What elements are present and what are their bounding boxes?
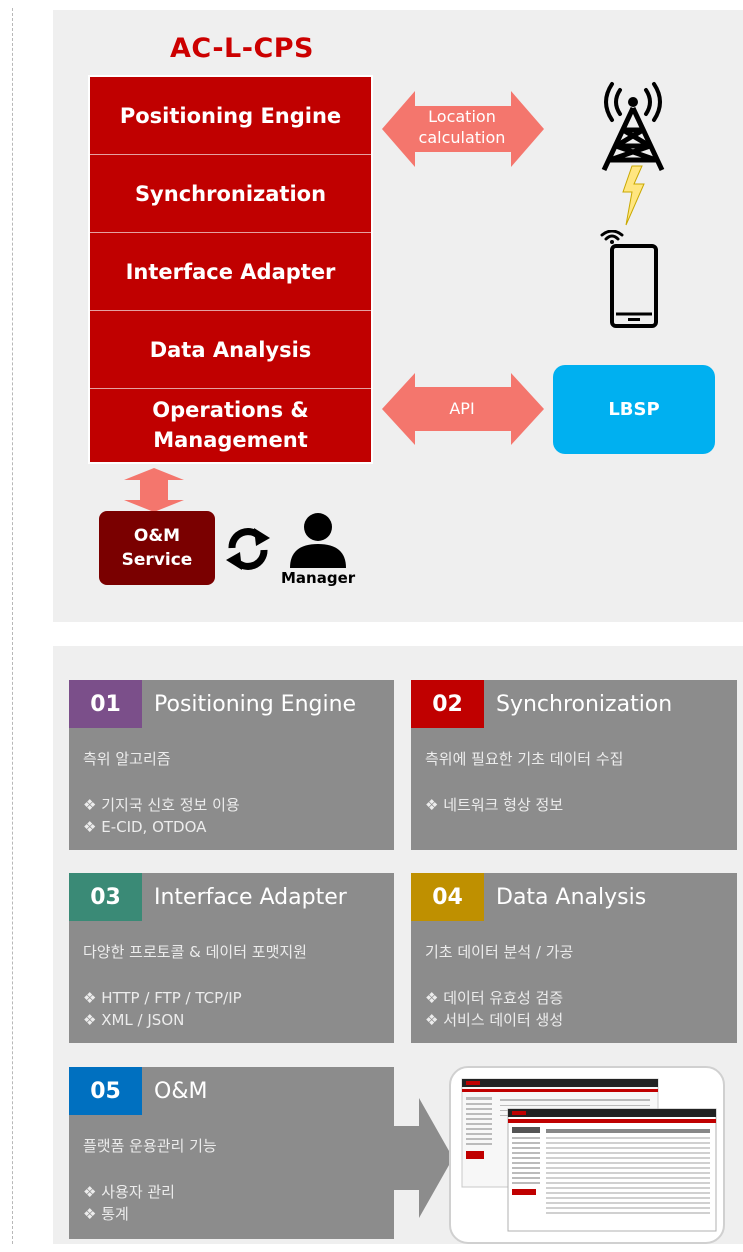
card-description: 다양한 프로토콜 & 데이터 포맷지원: [83, 943, 307, 961]
card-bullets: ❖ 사용자 관리 ❖ 통계: [83, 1181, 175, 1225]
card-title: Positioning Engine: [154, 691, 357, 717]
module-card-positioning-engine: 01 Positioning Engine 측위 알고리즘 ❖ 기지국 신호 정…: [69, 680, 394, 850]
component-stack: Positioning Engine Synchronization Inter…: [88, 75, 373, 464]
card-header: 02 Synchronization: [411, 680, 737, 728]
dashed-divider: [12, 8, 13, 1244]
card-number: 04: [411, 873, 484, 921]
cell-tower-icon: [601, 82, 665, 226]
card-description: 플랫폼 운용관리 기능: [83, 1137, 217, 1155]
sync-icon: [226, 528, 270, 570]
stack-operations-management: Operations & Management: [90, 389, 371, 461]
bullet-item: ❖ 데이터 유효성 검증: [425, 989, 564, 1007]
card-number: 05: [69, 1067, 142, 1115]
card-description: 기초 데이터 분석 / 가공: [425, 943, 574, 961]
card-bullets: ❖ HTTP / FTP / TCP/IP ❖ XML / JSON: [83, 987, 242, 1031]
stack-positioning-engine: Positioning Engine: [90, 77, 371, 155]
location-calculation-arrow: [382, 91, 544, 167]
card-description: 측위 알고리즘: [83, 750, 171, 768]
om-service-box: O&M Service: [99, 511, 215, 585]
card-bullets: ❖ 데이터 유효성 검증 ❖ 서비스 데이터 생성: [425, 987, 563, 1031]
bullet-item: ❖ XML / JSON: [83, 1011, 185, 1029]
card-bullets: ❖ 기지국 신호 정보 이용 ❖ E-CID, OTDOA: [83, 794, 240, 838]
card-number: 02: [411, 680, 484, 728]
bullet-item: ❖ 서비스 데이터 생성: [425, 1011, 564, 1029]
card-header: 01 Positioning Engine: [69, 680, 394, 728]
om-service-label: O&M Service: [121, 526, 193, 570]
bullet-item: ❖ 통계: [83, 1205, 129, 1223]
manager-label: Manager: [281, 569, 356, 587]
card-title: Data Analysis: [496, 884, 647, 910]
location-calculation-label: Location calculation: [418, 107, 506, 147]
mobile-phone-icon: [600, 230, 658, 328]
card-header: 04 Data Analysis: [411, 873, 737, 921]
stack-data-analysis: Data Analysis: [90, 311, 371, 389]
card-title: O&M: [154, 1078, 208, 1104]
stack-operations-label: Operations & Management: [152, 398, 309, 452]
stack-interface-adapter: Interface Adapter: [90, 233, 371, 311]
om-screenshot-arrow: [393, 1098, 453, 1218]
card-bullets: ❖ 네트워크 형상 정보: [425, 794, 563, 816]
module-card-om: 05 O&M 플랫폼 운용관리 기능 ❖ 사용자 관리 ❖ 통계: [69, 1067, 394, 1239]
card-title: Interface Adapter: [154, 884, 347, 910]
card-number: 01: [69, 680, 142, 728]
bullet-item: ❖ 사용자 관리: [83, 1183, 175, 1201]
lbsp-box: LBSP: [553, 365, 715, 454]
card-header: 05 O&M: [69, 1067, 394, 1115]
module-card-synchronization: 02 Synchronization 측위에 필요한 기초 데이터 수집 ❖ 네…: [411, 680, 737, 850]
api-label: API: [449, 399, 475, 418]
card-number: 03: [69, 873, 142, 921]
om-link-arrow: [124, 468, 184, 512]
architecture-title: AC-L-CPS: [170, 33, 314, 64]
api-arrow: [382, 373, 544, 445]
card-description: 측위에 필요한 기초 데이터 수집: [425, 750, 624, 768]
bullet-item: ❖ HTTP / FTP / TCP/IP: [83, 989, 242, 1007]
manager-person-icon: [290, 513, 346, 568]
om-screenshot-thumbnail: [449, 1066, 725, 1244]
stack-synchronization: Synchronization: [90, 155, 371, 233]
bullet-item: ❖ E-CID, OTDOA: [83, 818, 207, 836]
card-header: 03 Interface Adapter: [69, 873, 394, 921]
card-title: Synchronization: [496, 691, 673, 717]
module-card-data-analysis: 04 Data Analysis 기초 데이터 분석 / 가공 ❖ 데이터 유효…: [411, 873, 737, 1043]
module-card-interface-adapter: 03 Interface Adapter 다양한 프로토콜 & 데이터 포맷지원…: [69, 873, 394, 1043]
bullet-item: ❖ 네트워크 형상 정보: [425, 796, 564, 814]
bullet-item: ❖ 기지국 신호 정보 이용: [83, 796, 240, 814]
